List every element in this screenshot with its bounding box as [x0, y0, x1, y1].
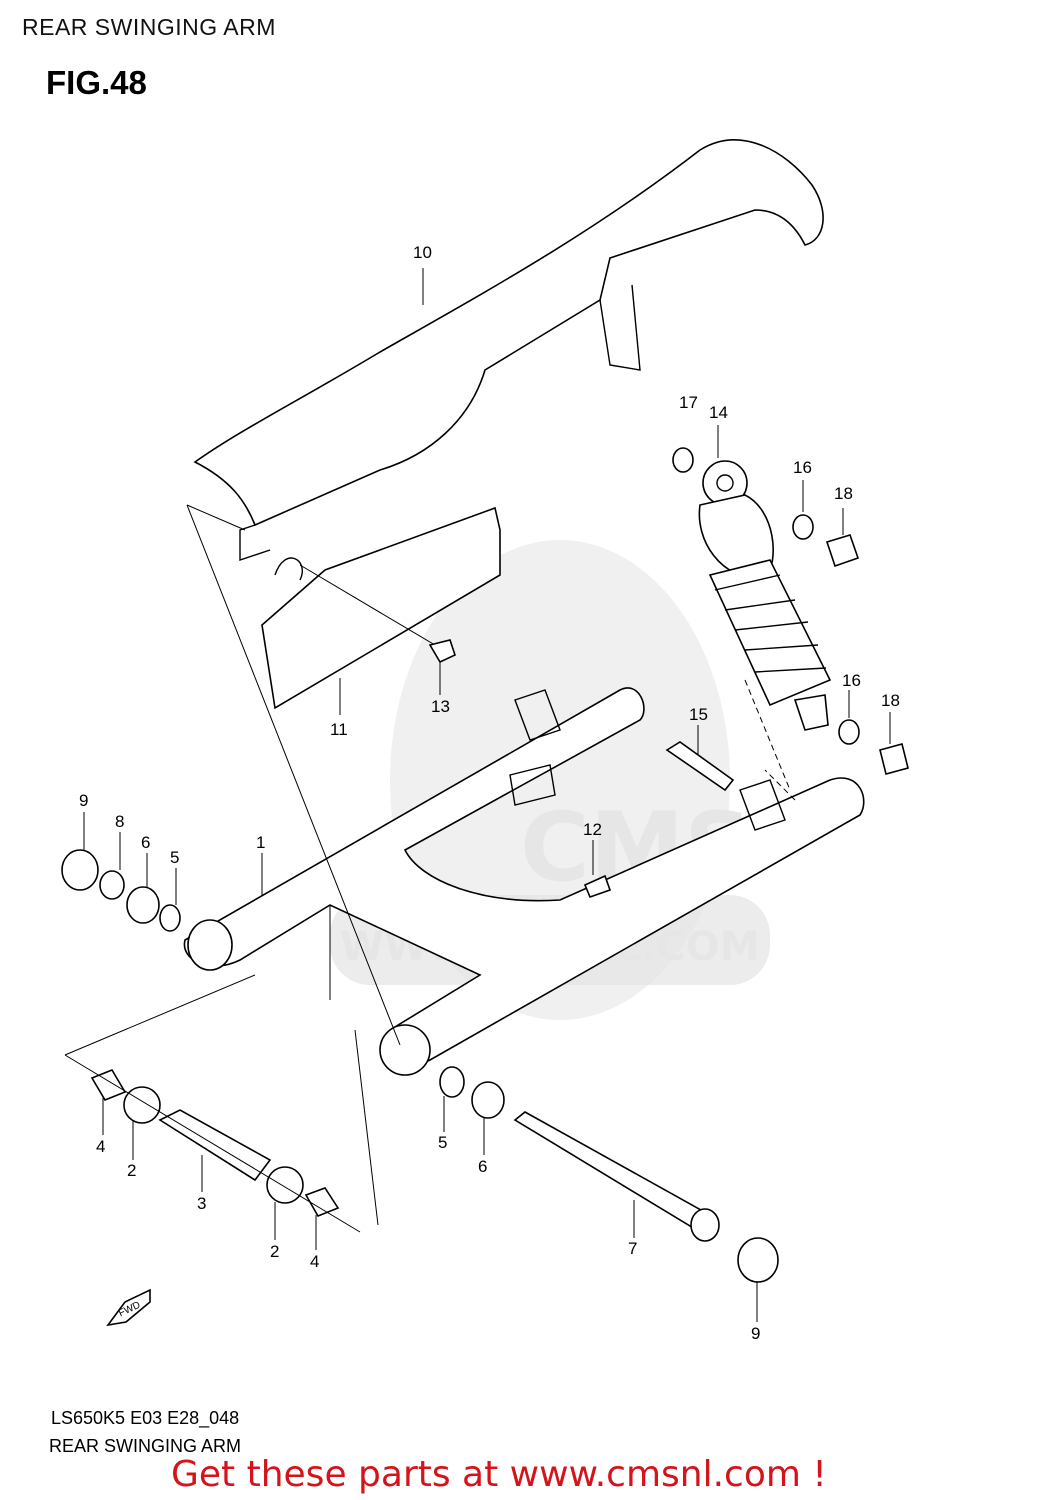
- part-label-8: 8: [115, 812, 124, 831]
- part-label-17: 17: [679, 393, 698, 412]
- left-pivot-parts: [61, 849, 181, 932]
- part-label-10: 10: [413, 243, 432, 262]
- bolt-12: [583, 874, 612, 899]
- part-label-9: 9: [751, 1324, 760, 1343]
- forward-arrow: FWD: [106, 1288, 151, 1327]
- part-label-3: 3: [197, 1194, 206, 1213]
- part-label-6: 6: [141, 833, 150, 852]
- part-label-12: 12: [583, 820, 602, 839]
- part-labels: 10 17 14 16 18 16 18 15 13 11 12 9 8 6 5…: [79, 243, 900, 1343]
- right-pivot-parts: [439, 1066, 779, 1283]
- part-label-11: 11: [330, 720, 348, 739]
- diagram-title: REAR SWINGING ARM: [49, 1436, 242, 1456]
- rear-shock: [698, 460, 832, 791]
- pivot-shaft-parts: [90, 1069, 340, 1218]
- part-label-5: 5: [438, 1133, 447, 1152]
- part-label-4: 4: [96, 1137, 105, 1156]
- shock-hardware: [672, 447, 909, 775]
- part-label-16: 16: [793, 458, 812, 477]
- part-label-18: 18: [834, 484, 853, 503]
- chain-case: [193, 139, 824, 561]
- bolt-15: [665, 741, 735, 792]
- diagram-code: LS650K5 E03 E28_048: [51, 1408, 240, 1428]
- part-label-5: 5: [170, 848, 179, 867]
- guard-plate: [261, 506, 501, 710]
- assembly-outlines: [64, 504, 796, 1233]
- part-label-6: 6: [478, 1157, 487, 1176]
- part-label-13: 13: [431, 697, 450, 716]
- bolt-13: [299, 564, 456, 664]
- part-label-16: 16: [842, 671, 861, 690]
- figure-number: FIG.48: [46, 64, 147, 101]
- part-label-18: 18: [881, 691, 900, 710]
- part-label-4: 4: [310, 1252, 319, 1271]
- leader-lines: [83, 268, 891, 1322]
- part-label-2: 2: [270, 1242, 279, 1261]
- part-label-15: 15: [689, 705, 708, 724]
- part-label-9: 9: [79, 791, 88, 810]
- swing-arm: [183, 687, 865, 1076]
- part-label-7: 7: [628, 1239, 637, 1258]
- promo-link[interactable]: Get these parts at www.cmsnl.com !: [171, 1454, 827, 1495]
- part-label-1: 1: [256, 833, 265, 852]
- page-header: REAR SWINGING ARM: [22, 14, 276, 40]
- part-label-14: 14: [709, 403, 728, 422]
- part-label-2: 2: [127, 1161, 136, 1180]
